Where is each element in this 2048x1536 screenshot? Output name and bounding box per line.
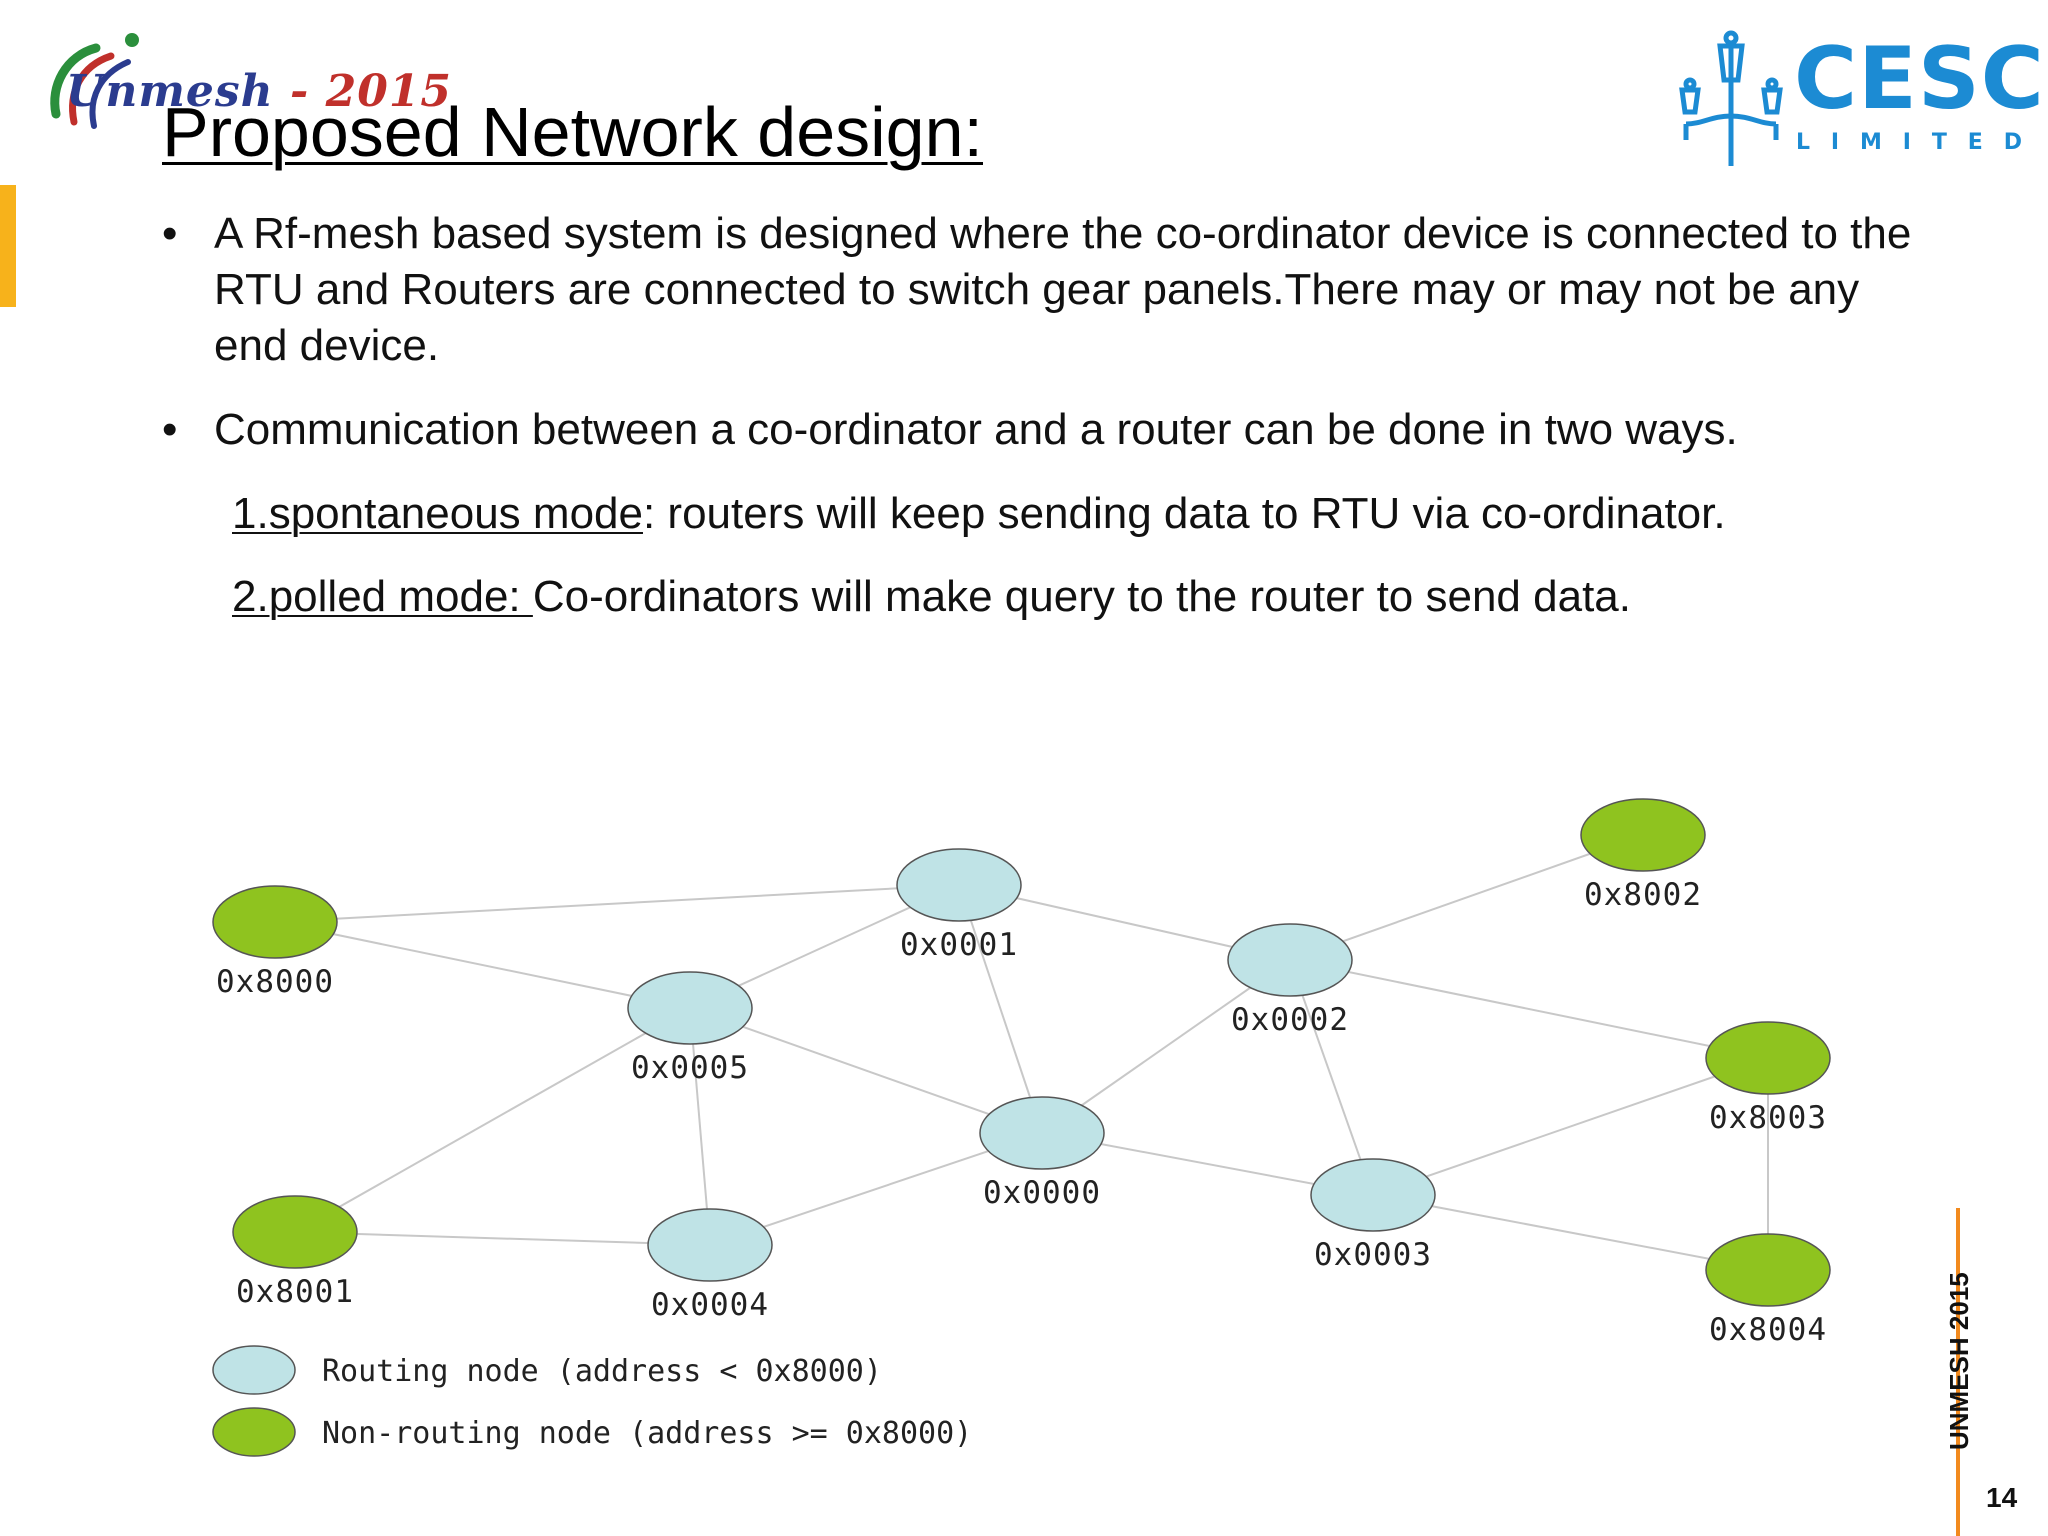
legend-swatch xyxy=(212,1345,296,1395)
node-ellipse xyxy=(627,971,753,1045)
company-logo-subtitle: L I M I T E D xyxy=(1796,130,2022,155)
page-title: Proposed Network design: xyxy=(162,93,983,171)
node-ellipse xyxy=(1580,798,1706,872)
network-link xyxy=(958,884,1043,1134)
bullet-item: A Rf-mesh based system is designed where… xyxy=(162,206,1922,374)
network-link xyxy=(1372,1194,1769,1271)
node-routing: 0x0002 xyxy=(1227,923,1353,1038)
node-non-routing: 0x8003 xyxy=(1705,1021,1831,1136)
company-logo-letter: L xyxy=(1796,130,1811,155)
node-routing: 0x0003 xyxy=(1310,1158,1436,1273)
network-link xyxy=(1372,1057,1769,1196)
node-ellipse xyxy=(1310,1158,1436,1232)
mode-item-polled: 2.polled mode: Co-ordinators will make q… xyxy=(162,569,1922,625)
node-non-routing: 0x8004 xyxy=(1705,1233,1831,1348)
node-ellipse xyxy=(896,848,1022,922)
node-label: 0x8004 xyxy=(1709,1312,1827,1348)
node-label: 0x0004 xyxy=(651,1287,769,1323)
network-link xyxy=(689,1007,1043,1134)
legend-swatch xyxy=(212,1407,296,1457)
node-label: 0x8002 xyxy=(1584,877,1702,913)
node-non-routing: 0x8000 xyxy=(212,885,338,1000)
node-non-routing: 0x8001 xyxy=(232,1195,358,1310)
lamp-post-icon xyxy=(1679,30,1783,166)
legend-item: Non-routing node (address >= 0x8000) xyxy=(212,1407,972,1457)
node-label: 0x8003 xyxy=(1709,1100,1827,1136)
company-logo-letter: D xyxy=(2003,130,2022,155)
mode-text: : routers will keep sending data to RTU … xyxy=(642,489,1726,538)
event-logo-swirl-icon xyxy=(50,33,139,129)
mode-label: 1.spontaneous mode xyxy=(232,489,643,538)
network-link xyxy=(1289,959,1374,1196)
node-ellipse xyxy=(1705,1233,1831,1307)
node-routing: 0x0000 xyxy=(979,1096,1105,1211)
mode-item-spontaneous: 1.spontaneous mode: routers will keep se… xyxy=(162,486,1922,542)
network-link xyxy=(1289,959,1769,1059)
network-link xyxy=(1041,959,1291,1134)
company-logo-letter: M xyxy=(1860,130,1882,155)
node-non-routing: 0x8002 xyxy=(1580,798,1706,913)
node-label: 0x8000 xyxy=(216,964,334,1000)
node-label: 0x0003 xyxy=(1314,1237,1432,1273)
network-link xyxy=(294,1231,711,1246)
node-ellipse xyxy=(1705,1021,1831,1095)
node-ellipse xyxy=(647,1208,773,1282)
diagram-legend: Routing node (address < 0x8000) Non-routi… xyxy=(212,1345,972,1457)
bullet-item: Communication between a co-ordinator and… xyxy=(162,402,1922,458)
network-diagram: 0x8000 0x0001 0x8002 0x0002 0x0005 0x8003 0x00… xyxy=(212,798,1831,1457)
network-link xyxy=(274,884,960,923)
mode-text: Co-ordinators will make query to the rou… xyxy=(532,572,1631,621)
network-link xyxy=(274,921,691,1009)
node-ellipse xyxy=(232,1195,358,1269)
company-logo-letter: I xyxy=(1830,130,1840,155)
event-logo-word: Unmesh xyxy=(66,66,274,117)
legend-item: Routing node (address < 0x8000) xyxy=(212,1345,882,1395)
bullet-list: A Rf-mesh based system is designed where… xyxy=(162,206,1922,652)
mode-label: 2.polled mode: xyxy=(232,572,533,621)
node-label: 0x8001 xyxy=(236,1274,354,1310)
node-ellipse xyxy=(212,885,338,959)
event-logo-text: Unmesh - 2015 xyxy=(66,66,452,117)
node-ellipse xyxy=(979,1096,1105,1170)
node-label: 0x0002 xyxy=(1231,1002,1349,1038)
company-logo: CESC L I M I T E D xyxy=(1672,28,2044,168)
company-logo-letter: E xyxy=(1967,130,1983,155)
event-logo: Unmesh - 2015 xyxy=(36,26,451,146)
company-logo-letter: I xyxy=(1902,130,1911,155)
node-routing: 0x0004 xyxy=(647,1208,773,1323)
node-routing: 0x0001 xyxy=(896,848,1022,963)
network-link xyxy=(1289,834,1644,961)
diagram-nodes: 0x8000 0x0001 0x8002 0x0002 0x0005 0x8003 0x00… xyxy=(212,798,1831,1348)
event-logo-year: - 2015 xyxy=(273,66,453,117)
footer-accent-line xyxy=(1956,1208,1960,1536)
company-logo-name: CESC xyxy=(1794,29,2045,129)
network-link xyxy=(294,1007,691,1233)
node-label: 0x0000 xyxy=(983,1175,1101,1211)
footer-label: UNMESH 2015 xyxy=(1944,1272,1974,1450)
node-ellipse xyxy=(1227,923,1353,997)
legend-label: Routing node (address < 0x8000) xyxy=(322,1354,882,1389)
network-link xyxy=(689,1007,711,1246)
node-label: 0x0001 xyxy=(900,927,1018,963)
node-routing: 0x0005 xyxy=(627,971,753,1086)
left-accent-bar xyxy=(0,185,16,307)
page-number: 14 xyxy=(1986,1482,2018,1513)
network-link xyxy=(709,1132,1043,1246)
node-label: 0x0005 xyxy=(631,1050,749,1086)
legend-label: Non-routing node (address >= 0x8000) xyxy=(322,1416,972,1451)
company-logo-letter: T xyxy=(1931,130,1947,155)
